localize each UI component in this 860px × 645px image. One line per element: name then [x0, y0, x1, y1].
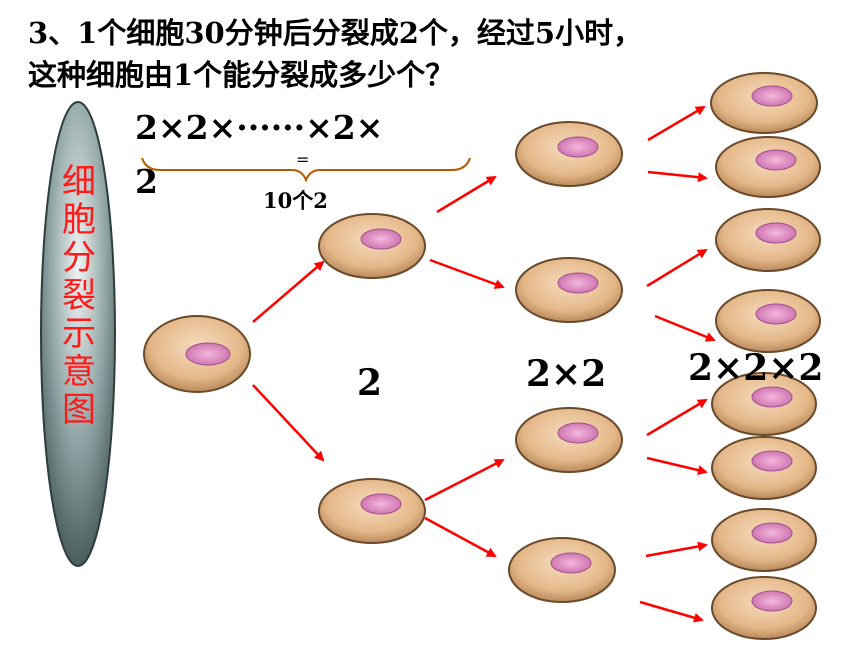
cell-gen2 [515, 257, 623, 323]
arrow [646, 456, 708, 476]
side-label-char: 图 [62, 390, 96, 430]
arrow [436, 175, 497, 214]
cell-gen3 [711, 372, 817, 436]
side-label-char: 细 [62, 162, 96, 202]
cell-gen3 [715, 289, 821, 353]
cell-gen2 [508, 537, 616, 603]
arrow [646, 398, 708, 437]
cell-gen1 [318, 213, 426, 279]
arrow [639, 600, 704, 623]
side-label-char: 示 [62, 314, 96, 354]
cell-gen2 [515, 407, 623, 473]
cell-gen3 [711, 508, 817, 572]
side-label-char: 胞 [62, 200, 96, 240]
division-arrows [252, 105, 716, 623]
generation-3-label: 2×2×2 [688, 347, 824, 389]
formula-tail: 2 [135, 162, 158, 201]
side-label: 细 胞 分 裂 示 意 图 [59, 163, 99, 429]
cell-gen3 [715, 136, 821, 198]
arrow [424, 458, 505, 502]
cell-gen3 [710, 72, 818, 134]
side-label-char: 分 [62, 238, 96, 278]
generation-2-label: 2×2 [526, 353, 607, 395]
formula-expression: 2×2×······×2× [135, 108, 384, 147]
side-label-oval [40, 101, 116, 567]
curly-brace [141, 157, 471, 183]
arrow [252, 384, 325, 462]
arrow [654, 314, 716, 342]
arrow [429, 258, 505, 289]
side-label-char: 意 [62, 352, 96, 392]
cell-gen2 [515, 121, 623, 187]
arrow [646, 248, 708, 288]
brace-label: 10个2 [263, 188, 328, 213]
equals-sign: = [296, 150, 310, 169]
cell-gen0 [143, 315, 251, 393]
arrow [424, 516, 497, 558]
cell-gen3 [715, 208, 821, 272]
cells [143, 72, 821, 640]
cell-gen3 [711, 436, 817, 500]
side-label-char: 裂 [62, 276, 96, 316]
arrow [647, 105, 706, 142]
cell-gen1 [318, 478, 426, 544]
cell-gen3 [711, 576, 817, 640]
question-line-2: 这种细胞由1个能分裂成多少个？ [28, 58, 455, 92]
arrow [645, 541, 708, 558]
arrow [252, 260, 325, 323]
arrow [647, 170, 708, 183]
generation-1-label: 2 [357, 362, 383, 404]
question-line-1: 3、1个细胞30分钟后分裂成2个，经过5小时， [28, 16, 643, 50]
